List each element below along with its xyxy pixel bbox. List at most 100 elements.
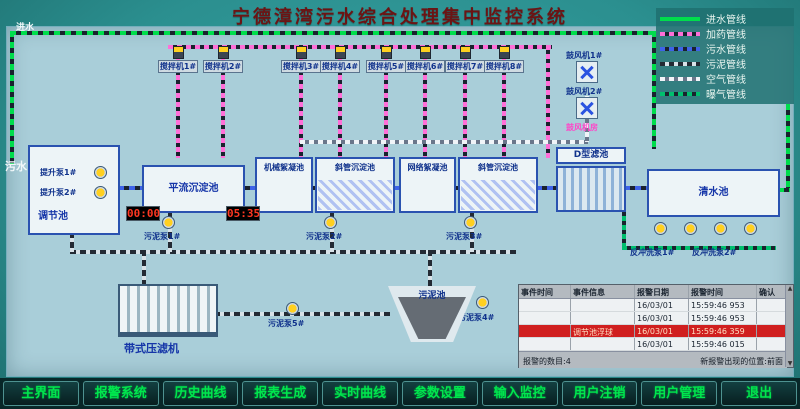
mixer-4[interactable]: 搅拌机4# [320, 60, 360, 73]
nav-main-screen[interactable]: 主界面 [3, 381, 79, 406]
mechanical-flocculation-tank: 机械絮凝池 [255, 157, 313, 213]
pipe-inlet-top [10, 31, 656, 35]
pipe-sludge-regulating [70, 232, 74, 252]
alarm-table-scrollbar[interactable]: ▲ ▼ [785, 285, 793, 367]
legend-label: 污泥管线 [706, 60, 746, 71]
mechanical-flocculation-label: 机械絮凝池 [264, 163, 304, 172]
horizontal-sedimentation-label: 平流沉淀池 [168, 183, 219, 194]
mixer-3[interactable]: 搅拌机3# [281, 60, 321, 73]
sludge-pump-3-icon[interactable] [464, 216, 477, 229]
alarm-cell [571, 299, 635, 311]
mixer-2[interactable]: 搅拌机2# [203, 60, 243, 73]
pipe-sludge-main [70, 250, 516, 254]
pipe-dosing-drop-7 [463, 48, 467, 158]
sludge-pump-5-label: 污泥泵5# [268, 319, 305, 328]
inlet-left-label: 污水 [5, 160, 27, 173]
nav-history-curves[interactable]: 历史曲线 [162, 381, 239, 406]
legend-item: 污泥管线 [660, 56, 790, 71]
regulating-tank: 提升泵1# 提升泵2# 调节池 [28, 145, 120, 235]
alarm-cell [757, 338, 787, 350]
lift-pump-1-icon[interactable] [94, 166, 107, 179]
lift-pump-2-icon[interactable] [94, 186, 107, 199]
mixer-motor-icon-8[interactable] [499, 46, 510, 59]
pipe-backwash-v [622, 180, 626, 246]
belt-press-body [118, 284, 218, 334]
dosing-line-icon [660, 31, 700, 36]
nav-user-logout[interactable]: 用户注销 [561, 381, 638, 406]
nav-realtime-curves[interactable]: 实时曲线 [322, 381, 398, 406]
alarm-cell: 15:59:46 015 [689, 338, 757, 350]
alarm-table-header: 事件时间 事件信息 报警日期 报警时间 确认 [519, 285, 787, 299]
blower-fan-icon-2[interactable] [576, 97, 598, 119]
alarm-row[interactable]: 16/03/01 15:59:46 015 [519, 338, 787, 351]
sludge-pump-2-label: 污泥泵2# [306, 232, 343, 241]
mixer-motor-icon-2[interactable] [218, 46, 229, 59]
clearwater-pump-icon-1[interactable] [654, 222, 667, 235]
pipe-dosing-drop-1 [176, 48, 180, 158]
sludge-pump-1-icon[interactable] [162, 216, 175, 229]
pipe-dosing-drop-9 [546, 45, 550, 158]
mixer-8[interactable]: 搅拌机8# [484, 60, 524, 73]
alarm-cell: 16/03/01 [635, 325, 689, 337]
pipe-sludge-tank1 [168, 212, 172, 252]
alarm-row[interactable]: 16/03/01 15:59:46 953 [519, 312, 787, 325]
sludge-pump-1-label: 污泥泵1# [144, 232, 181, 241]
pipe-dosing-drop-3 [299, 48, 303, 158]
mixer-motor-icon-5[interactable] [381, 46, 392, 59]
sludge-pump-4-label: 污泥泵4# [458, 313, 495, 322]
mixer-motor-icon-4[interactable] [335, 46, 346, 59]
nav-user-management[interactable]: 用户管理 [641, 381, 718, 406]
mixer-motor-icon-3[interactable] [296, 46, 307, 59]
alarm-row[interactable]: 16/03/01 15:59:46 953 [519, 299, 787, 312]
sludge-pump-4-icon[interactable] [476, 296, 489, 309]
mixer-7[interactable]: 搅拌机7# [445, 60, 485, 73]
nav-parameter-settings[interactable]: 参数设置 [401, 381, 478, 406]
sludge-pump-3-label: 污泥泵3# [446, 232, 483, 241]
mixer-motor-icon-1[interactable] [173, 46, 184, 59]
scroll-up-icon[interactable]: ▲ [787, 285, 793, 292]
pipe-dosing-drop-2 [221, 48, 225, 158]
nav-input-monitoring[interactable]: 输入监控 [481, 381, 558, 406]
belt-press-base [118, 334, 218, 337]
pipe-inlet-clearwater [778, 188, 790, 192]
alarm-cell: 15:59:46 953 [689, 299, 757, 311]
scroll-down-icon[interactable]: ▼ [787, 360, 793, 367]
clearwater-pump-icon-2[interactable] [684, 222, 697, 235]
inclined-tube-pattern [318, 180, 392, 210]
alarm-cell [571, 312, 635, 324]
grid-flocculation-label: 网络絮凝池 [407, 163, 448, 172]
pipe-sludge-to-sludgetank [428, 250, 432, 286]
d-filter-label-box: D型滤池 [556, 147, 626, 164]
alarm-row-active[interactable]: 调节池浮球 16/03/01 15:59:46 359 [519, 325, 787, 338]
legend-item: 加药管线 [660, 26, 790, 41]
pipe-dosing-main [168, 45, 552, 49]
pipe-dosing-drop-4 [338, 48, 342, 158]
page-title: 宁德漳湾污水综合处理集中监控系统 [232, 7, 568, 28]
alarm-cell [757, 299, 787, 311]
nav-alarm-system[interactable]: 报警系统 [82, 381, 159, 406]
nav-report-generation[interactable]: 报表生成 [242, 381, 319, 406]
alarm-cell: 15:59:46 359 [689, 325, 757, 337]
inclined-sedimentation-1-label: 斜管沉淀池 [335, 163, 375, 172]
pipe-air-blower [585, 96, 589, 142]
nav-exit[interactable]: 退出 [721, 381, 797, 406]
mixer-6[interactable]: 搅拌机6# [405, 60, 445, 73]
mixer-motor-icon-7[interactable] [460, 46, 471, 59]
clearwater-pump-icon-4[interactable] [744, 222, 757, 235]
blower-fan-icon-1[interactable] [576, 61, 598, 83]
clearwater-pump-icon-3[interactable] [714, 222, 727, 235]
alarm-col-ack: 确认 [757, 285, 787, 298]
inlet-top-label: 进水 [16, 23, 35, 33]
mixer-5[interactable]: 搅拌机5# [366, 60, 406, 73]
d-filter-body [556, 166, 626, 212]
sludge-pump-5-icon[interactable] [286, 302, 299, 315]
regulating-tank-label: 调节池 [38, 211, 68, 222]
mixer-motor-icon-6[interactable] [420, 46, 431, 59]
mixer-1[interactable]: 搅拌机1# [158, 60, 198, 73]
d-filter-label: D型滤池 [573, 150, 609, 160]
alarm-cell: 16/03/01 [635, 299, 689, 311]
legend-item: 曝气管线 [660, 86, 790, 101]
sludge-pump-2-icon[interactable] [324, 216, 337, 229]
legend-label: 进水管线 [706, 15, 746, 26]
